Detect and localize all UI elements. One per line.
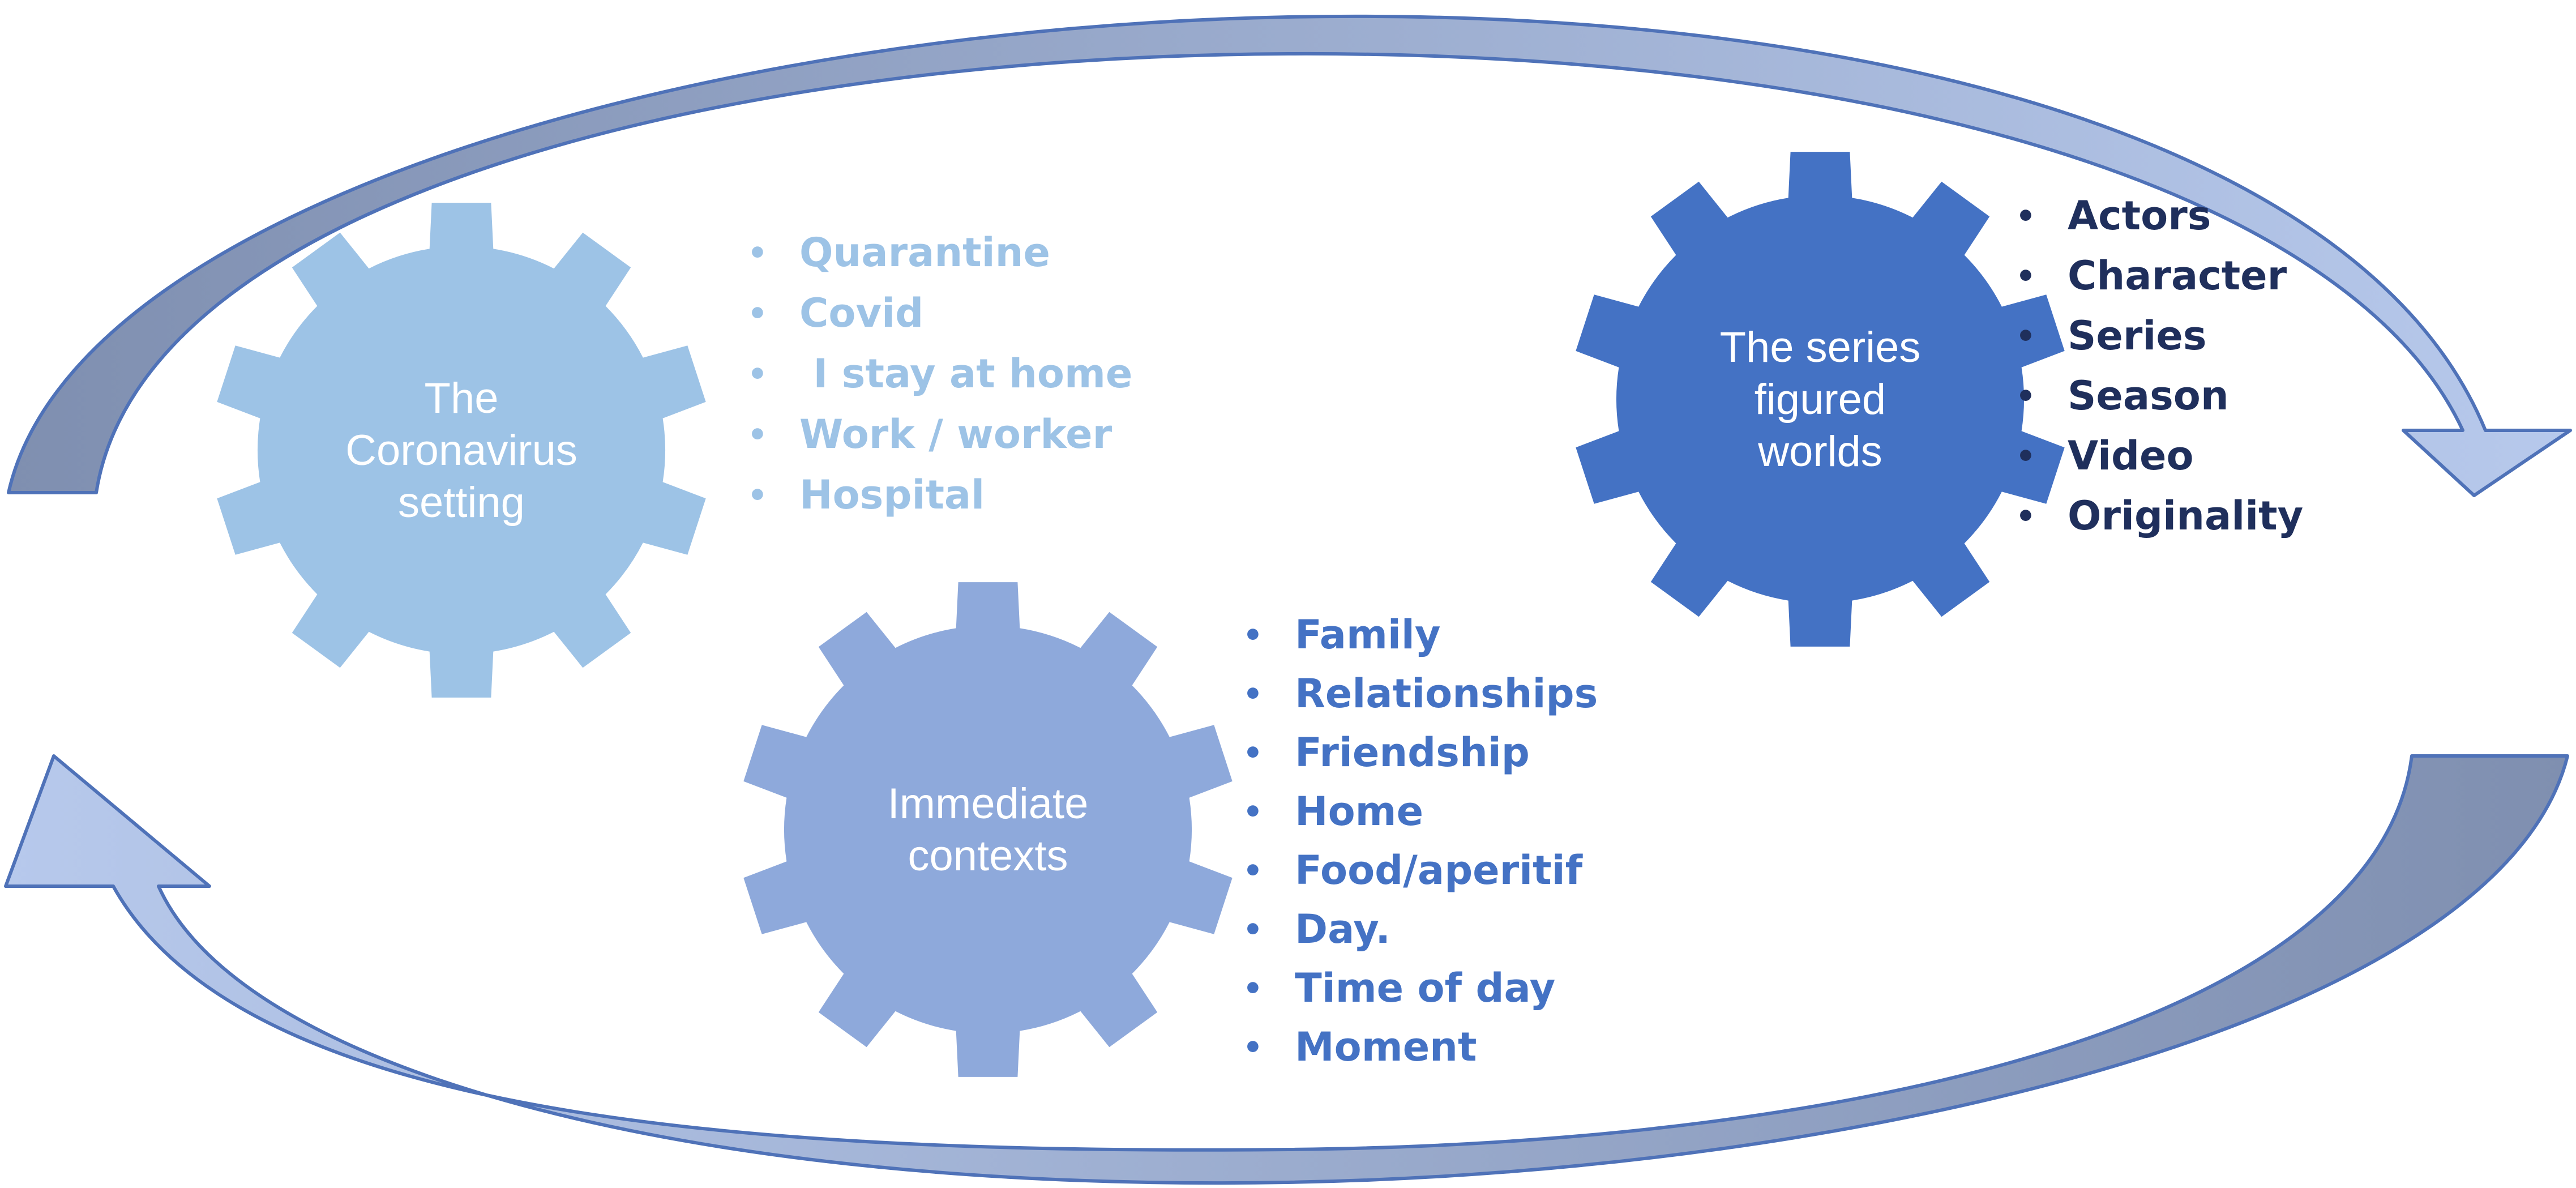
bullet-icon: • bbox=[747, 477, 768, 514]
list-item: Home bbox=[1295, 788, 1423, 835]
list-item: Covid bbox=[799, 290, 923, 336]
bullet-icon: • bbox=[2016, 378, 2036, 415]
bullet-icon: • bbox=[2016, 318, 2036, 355]
list-item: Food/aperitif bbox=[1295, 847, 1584, 894]
list-item: Work / worker bbox=[799, 411, 1112, 458]
list-item: Video bbox=[2068, 433, 2194, 479]
gear-label-line: The bbox=[425, 374, 499, 422]
bullet-icon: • bbox=[1243, 912, 1263, 948]
bullet-icon: • bbox=[747, 296, 768, 332]
list-item: I stay at home bbox=[799, 351, 1132, 397]
bullet-icon: • bbox=[1243, 735, 1263, 772]
list-item: Series bbox=[2068, 313, 2207, 359]
bullet-icon: • bbox=[1243, 1029, 1263, 1066]
list-item: Quarantine bbox=[799, 229, 1050, 276]
bullet-icon: • bbox=[747, 235, 768, 272]
bullet-icon: • bbox=[1243, 617, 1263, 654]
list-item: Family bbox=[1295, 612, 1441, 658]
bullet-icon: • bbox=[1243, 971, 1263, 1007]
bullet-icon: • bbox=[2016, 438, 2036, 475]
gear-label-line: The series bbox=[1720, 323, 1921, 371]
gear-icon bbox=[217, 203, 706, 698]
gear-label-line: Immediate bbox=[888, 780, 1089, 828]
bullet-icon: • bbox=[2016, 258, 2036, 295]
list-item: Character bbox=[2068, 253, 2287, 299]
list-item: Season bbox=[2068, 373, 2229, 419]
gear-icon bbox=[743, 582, 1233, 1077]
list-item: Time of day bbox=[1295, 965, 1555, 1011]
list-item: Moment bbox=[1295, 1024, 1477, 1070]
top-cycle-arrow bbox=[7, 14, 2572, 497]
list-item: Hospital bbox=[799, 472, 985, 518]
gear-label-line: Coronavirus bbox=[345, 426, 577, 475]
gear-label-line: setting bbox=[398, 478, 525, 527]
gear-label-line: contexts bbox=[908, 832, 1068, 880]
bullet-icon: • bbox=[2016, 198, 2036, 235]
list-series-figured-worlds: • Actors • Character • Series • Season • Video • Or… bbox=[2016, 193, 2303, 539]
bullet-icon: • bbox=[1243, 794, 1263, 831]
bottom-cycle-arrow bbox=[4, 754, 2569, 1185]
bullet-icon: • bbox=[1243, 853, 1263, 890]
bullet-icon: • bbox=[1243, 676, 1263, 713]
gear-label-line: worlds bbox=[1757, 428, 1882, 476]
bullet-icon: • bbox=[2016, 498, 2036, 535]
gear-label-line: figured bbox=[1755, 375, 1886, 424]
bullet-icon: • bbox=[747, 417, 768, 454]
list-item: Day. bbox=[1295, 906, 1390, 952]
list-item: Friendship bbox=[1295, 729, 1530, 776]
bullet-icon: • bbox=[747, 356, 768, 393]
gear-icon bbox=[1576, 152, 2065, 647]
list-item: Originality bbox=[2068, 493, 2303, 539]
list-item: Relationships bbox=[1295, 670, 1598, 717]
list-coronavirus-setting: • Quarantine • Covid • I stay at home • Work /… bbox=[747, 229, 1132, 518]
list-immediate-contexts: • Family • Relationships • Friendship • Home • Fo… bbox=[1243, 612, 1598, 1070]
list-item: Actors bbox=[2068, 193, 2211, 239]
